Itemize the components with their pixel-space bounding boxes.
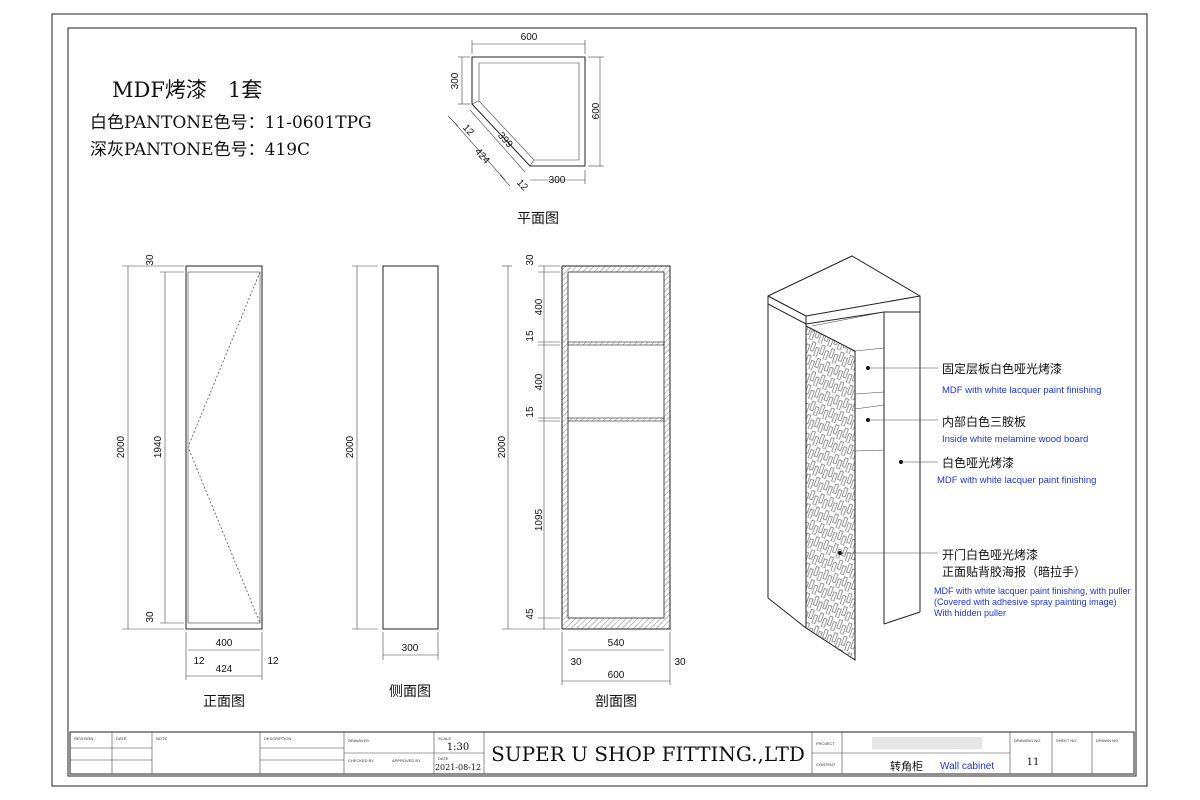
section-dim-side-left: 30 xyxy=(570,657,582,668)
front-dim-inner: 1940 xyxy=(153,435,164,458)
front-dim-bottom-gap: 30 xyxy=(145,611,156,623)
tb-date: 2021-08-12 xyxy=(435,763,481,772)
tb-label-description: DESCRIPTION xyxy=(264,736,291,741)
plan-dim-edge-b: 12 xyxy=(514,178,530,194)
callout-1-cn: 固定层板白色哑光烤漆 xyxy=(942,361,1062,376)
side-view xyxy=(352,265,439,660)
section-dim-board2: 15 xyxy=(525,406,536,418)
side-dim-width: 300 xyxy=(402,643,419,654)
front-dim-overall: 2000 xyxy=(116,435,127,458)
plan-dim-diag-inner: 399 xyxy=(495,130,515,150)
header-title: MDF烤漆 1套 xyxy=(112,78,262,102)
section-dim-overall: 2000 xyxy=(497,435,508,458)
section-caption: 剖面图 xyxy=(595,694,637,710)
front-view xyxy=(122,265,263,680)
section-dim-outer-width: 600 xyxy=(608,670,625,681)
tb-label-checked-by: CHECKED BY xyxy=(348,758,374,763)
tb-label-revision: REVISION xyxy=(74,736,93,741)
tb-label-date: DATE xyxy=(116,736,127,741)
plan-dim-bottom: 300 xyxy=(549,175,566,186)
tb-label-project: PROJECT xyxy=(816,741,835,746)
front-dim-edge-left: 12 xyxy=(193,656,205,667)
callout-3-en: MDF with white lacquer paint finishing xyxy=(937,475,1096,486)
tb-label-approved-by: APPROVED BY xyxy=(392,758,421,763)
tb-label-note: NOTE xyxy=(156,736,167,741)
front-dim-edge-right: 12 xyxy=(267,656,279,667)
callout-4-cn: 开门白色哑光烤漆 xyxy=(942,547,1038,562)
tb-label-drawn-by: DRAWN BY xyxy=(348,738,370,743)
plan-dim-edge-a: 12 xyxy=(460,123,476,139)
color-grey-note: 深灰PANTONE色号：419C xyxy=(90,140,310,160)
section-dim-top: 30 xyxy=(525,254,536,266)
isometric-view xyxy=(767,255,921,661)
plan-dim-diag-outer: 424 xyxy=(472,146,492,166)
section-view xyxy=(502,265,671,685)
title-block xyxy=(69,731,1135,775)
section-dim-shelf1: 400 xyxy=(534,298,545,315)
section-dim-shelf2: 400 xyxy=(534,373,545,390)
section-dim-lower: 1095 xyxy=(534,508,545,531)
tb-company: SUPER U SHOP FITTING.,LTD xyxy=(491,742,805,766)
section-dim-board1: 15 xyxy=(525,330,536,342)
tb-scale: 1:30 xyxy=(447,742,469,753)
tb-label-date-2: DATE xyxy=(438,756,449,761)
plan-view xyxy=(447,40,604,187)
front-dim-width-outer: 424 xyxy=(216,664,233,675)
callout-1-en: MDF with white lacquer paint finishing xyxy=(942,385,1101,396)
tb-product-cn: 转角柜 xyxy=(890,759,923,773)
tb-label-drawn-no: DRAWN NO. xyxy=(1096,738,1119,743)
front-dim-top: 30 xyxy=(145,254,156,266)
callout-4-cn2: 正面贴背胶海报（暗拉手） xyxy=(942,564,1086,579)
inner-frame xyxy=(67,27,1137,777)
front-dim-width-inner: 400 xyxy=(216,638,233,649)
callout-3-cn: 白色哑光烤漆 xyxy=(942,455,1014,470)
tb-product-en: Wall cabinet xyxy=(940,761,994,772)
plan-caption: 平面图 xyxy=(517,211,559,227)
tb-project-name-redacted xyxy=(872,737,982,749)
tb-sheet-no: 11 xyxy=(1027,757,1040,768)
front-caption: 正面图 xyxy=(203,694,245,710)
tb-label-drawing-no: DRAWING NO. xyxy=(1014,738,1041,743)
section-dim-side-right: 30 xyxy=(674,657,686,668)
color-white-note: 白色PANTONE色号：11-0601TPG xyxy=(90,113,372,133)
outer-frame xyxy=(51,13,1148,787)
side-dim-height: 2000 xyxy=(345,435,356,458)
section-dim-inner-width: 540 xyxy=(608,638,625,649)
callout-4-en-2: (Covered with adhesive spray painting im… xyxy=(934,597,1117,607)
callout-4-en-1: MDF with white lacquer paint finishing, … xyxy=(934,586,1131,596)
tb-label-scale: SCALE xyxy=(438,736,451,741)
section-dim-base: 45 xyxy=(525,608,536,620)
side-caption: 侧面图 xyxy=(389,684,431,700)
callout-4-en-3: With hidden puller xyxy=(934,608,1006,618)
callout-leaders xyxy=(838,366,938,555)
callout-2-en: Inside white melamine wood board xyxy=(942,434,1088,445)
plan-dim-right: 600 xyxy=(591,102,602,119)
callout-2-cn: 内部白色三胺板 xyxy=(942,414,1026,429)
tb-label-sheet-no: SHEET NO. xyxy=(1056,738,1078,743)
plan-dim-left: 300 xyxy=(450,72,461,89)
tb-label-content: CONTENT xyxy=(816,762,836,767)
plan-dim-top: 600 xyxy=(521,32,538,43)
